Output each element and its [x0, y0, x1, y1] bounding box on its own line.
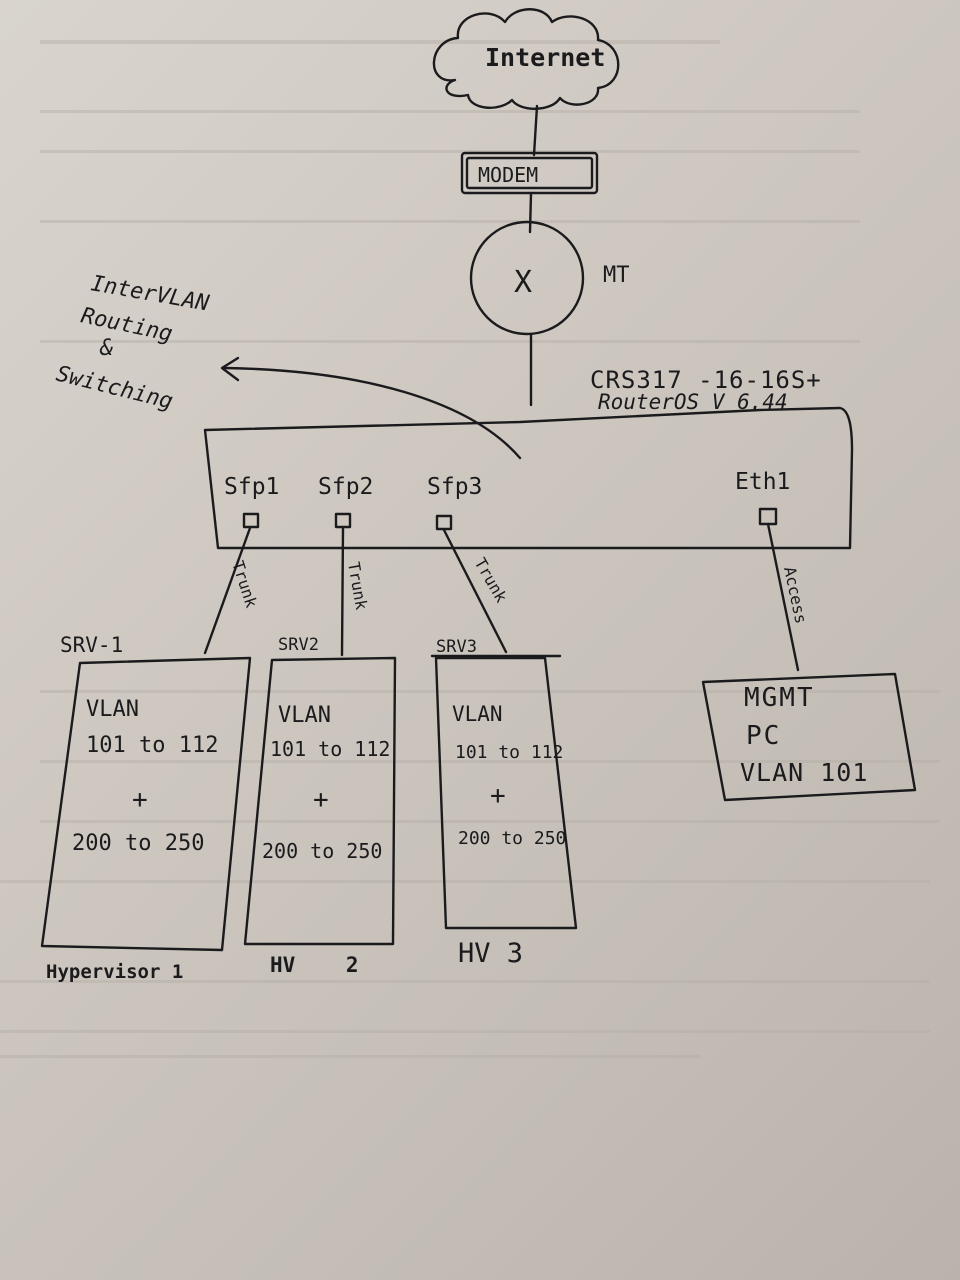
link-eth1-mgmt [766, 522, 800, 672]
server-name: SRV3 [436, 637, 477, 657]
link-modem-router [528, 191, 533, 234]
server-footer: HV 2 [270, 953, 359, 977]
server-plus: + [490, 781, 506, 811]
annotation-line4: Switching [54, 362, 176, 415]
router-icon: X [469, 220, 585, 336]
annotation-line3: & [99, 336, 113, 361]
switch-model: CRS317 -16-16S+ [590, 366, 822, 394]
intervlan-annotation: InterVLAN Routing & Switching [54, 271, 522, 460]
server-plus: + [313, 785, 329, 815]
internet-label: Internet [485, 43, 605, 72]
server-range2: 200 to 250 [262, 839, 382, 863]
port-label-eth1: Eth1 [735, 469, 790, 495]
server-range2: 200 to 250 [458, 828, 566, 849]
mgmt-line1: MGMT [744, 683, 815, 713]
router-symbol: X [514, 265, 532, 300]
port-eth1-icon [758, 507, 778, 526]
server-srv3: SRV3 VLAN 101 to 112 + 200 to 250 HV 3 [430, 637, 578, 969]
link-sfp2-srv2 [340, 526, 345, 657]
port-label-sfp1: Sfp1 [224, 474, 279, 500]
switch-chassis [203, 406, 854, 550]
server-range1: 101 to 112 [86, 733, 218, 758]
server-footer: Hypervisor 1 [46, 961, 183, 983]
internet-cloud: Internet [432, 8, 620, 110]
link-label-trunk-1: Trunk [228, 558, 261, 610]
server-vlan: VLAN [278, 703, 331, 728]
server-vlan: VLAN [86, 697, 139, 722]
link-label-access: Access [780, 565, 811, 625]
mgmt-line2: PC [746, 721, 781, 751]
link-cloud-modem [532, 104, 539, 157]
router-label: MT [603, 263, 630, 288]
server-range2: 200 to 250 [72, 831, 204, 856]
server-name: SRV2 [278, 635, 319, 655]
port-label-sfp3: Sfp3 [427, 474, 482, 500]
link-label-trunk-3: Trunk [471, 555, 512, 607]
port-sfp1-icon [242, 512, 260, 529]
link-sfp3-srv3 [442, 528, 508, 654]
link-label-trunk-2: Trunk [344, 560, 371, 611]
background-print-texture [0, 40, 940, 1058]
modem-box: MODEM [460, 151, 599, 195]
server-footer: HV 3 [458, 938, 523, 969]
server-range1: 101 to 112 [455, 742, 563, 763]
server-name: SRV-1 [60, 633, 123, 657]
server-srv2: SRV2 VLAN 101 to 112 + 200 to 250 HV 2 [243, 635, 397, 977]
port-label-sfp2: Sfp2 [318, 474, 373, 500]
port-sfp2-icon [334, 512, 352, 529]
modem-label: MODEM [478, 163, 538, 187]
server-range1: 101 to 112 [270, 737, 390, 761]
mgmt-pc: MGMT PC VLAN 101 [701, 672, 917, 802]
arrow-head-icon [220, 356, 240, 382]
server-vlan: VLAN [452, 702, 503, 726]
port-sfp3-icon [435, 514, 453, 531]
link-sfp1-srv1 [203, 526, 252, 655]
server-srv1: SRV-1 VLAN 101 to 112 + 200 to 250 Hyper… [40, 633, 252, 983]
server-plus: + [132, 785, 148, 815]
mgmt-line3: VLAN 101 [740, 758, 868, 787]
annotation-arrow [223, 366, 522, 460]
